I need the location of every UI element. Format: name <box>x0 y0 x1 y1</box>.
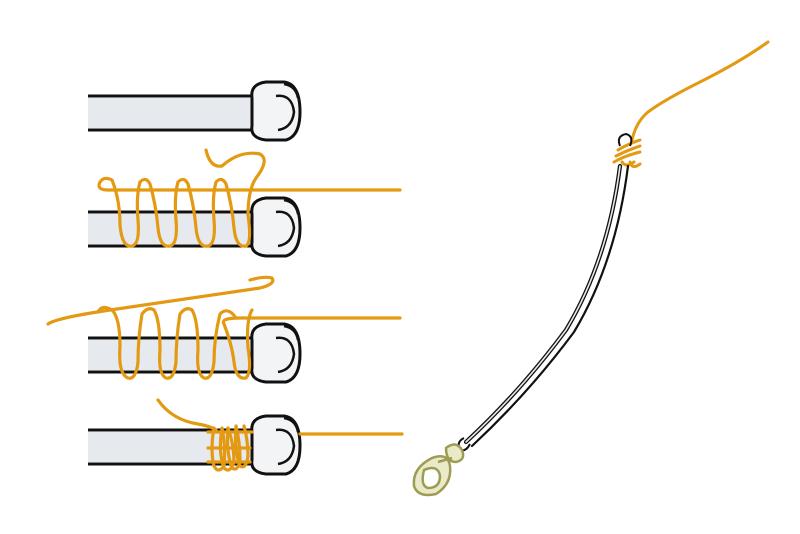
step-4-knot-cinched <box>88 398 404 476</box>
crimp-loop <box>457 132 633 452</box>
crimp-sleeve <box>250 80 302 142</box>
crimp-sleeve <box>250 414 302 476</box>
leader-wire <box>463 163 630 448</box>
crimp-sleeve <box>250 322 302 384</box>
step-3-tag-end-through <box>46 275 402 384</box>
fishing-line <box>156 398 404 472</box>
crimp-sleeve <box>250 196 302 258</box>
step-2-line-coiled <box>88 148 402 258</box>
step-1-bare-wire <box>88 80 302 142</box>
fishing-line <box>97 148 402 248</box>
main-line <box>612 40 770 169</box>
wire-rod <box>88 94 262 132</box>
finished-wire-leader <box>412 40 770 497</box>
snap-swivel <box>412 443 465 497</box>
fishing-line <box>46 275 402 380</box>
